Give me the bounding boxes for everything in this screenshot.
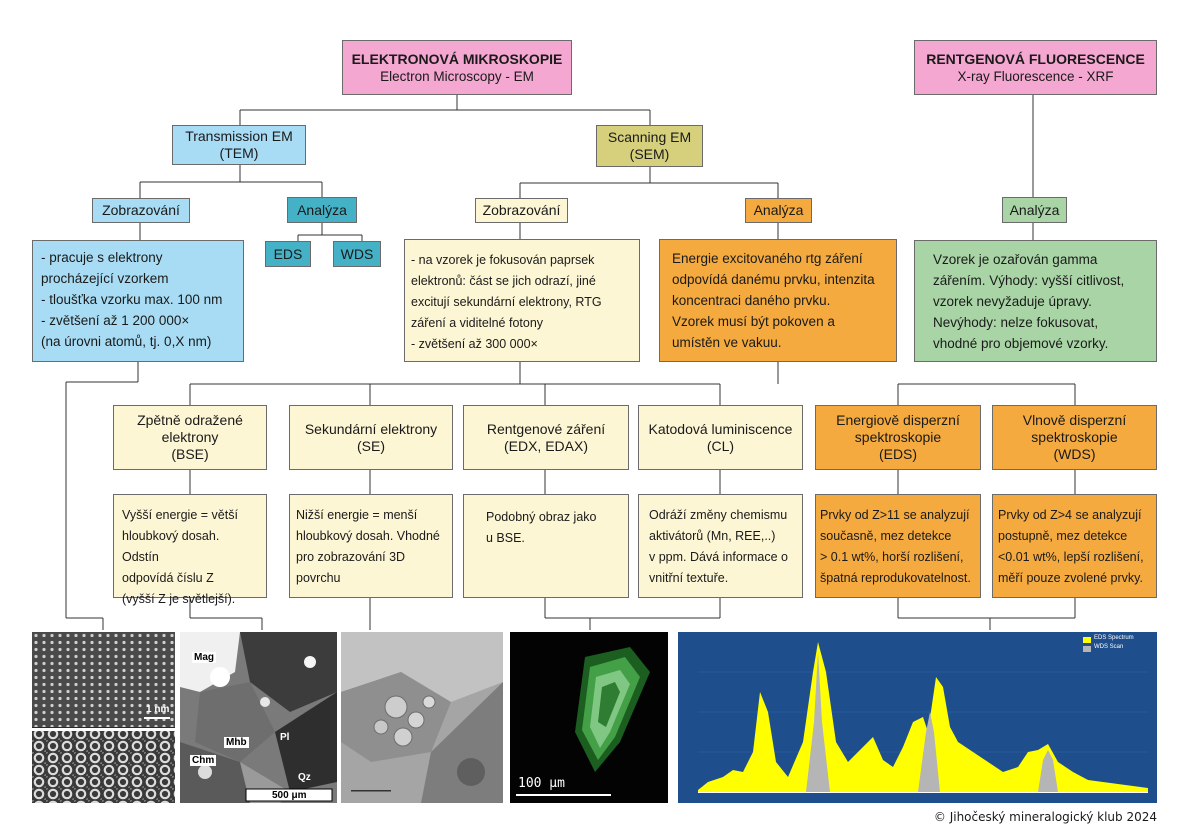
mode-bse-description: Vyšší energie = větší hloubkový dosah. O… xyxy=(122,508,238,606)
mode-wds-box: Vlnově disperzní spektroskopie (WDS) xyxy=(992,405,1157,470)
mode-cl-description-box: Odráží změny chemismu aktivátorů (Mn, RE… xyxy=(638,494,803,598)
spectrum-legend-eds: EDS Spectrum xyxy=(1094,635,1134,641)
tem-wds-label: WDS xyxy=(340,245,374,262)
tem-imaging-label: Zobrazování xyxy=(102,202,180,218)
mode-cl-box: Katodová luminiscence (CL) xyxy=(638,405,803,470)
mode-se-description-box: Nižší energie = menší hloubkový dosah. V… xyxy=(289,494,453,598)
spectrum-legend-wds: WDS Scan xyxy=(1094,644,1124,650)
se-surface-graphic xyxy=(341,632,503,803)
footer-copyright: © Jihočeský mineralogický klub 2024 xyxy=(933,810,1157,824)
tem-eds-box: EDS xyxy=(265,241,311,267)
tem-description-box: - pracuje s elektrony procházející vzork… xyxy=(32,240,244,362)
em-title: ELEKTRONOVÁ MIKROSKOPIE xyxy=(351,50,563,67)
bse-label-mhb: Mhb xyxy=(224,737,249,748)
mode-xray-title1: Rentgenové záření xyxy=(486,420,606,437)
mode-xray-title2: (EDX, EDAX) xyxy=(503,437,588,454)
em-box: ELEKTRONOVÁ MIKROSKOPIE Electron Microsc… xyxy=(342,40,572,95)
mode-bse-box: Zpětně odražené elektrony (BSE) xyxy=(113,405,267,470)
tem-description: - pracuje s elektrony procházející vzork… xyxy=(41,250,223,349)
mode-eds-title3: (EDS) xyxy=(878,446,918,462)
mode-eds-title1: Energiově disperzní xyxy=(836,412,960,428)
bse-label-pl: Pl xyxy=(280,732,290,743)
xrf-title: RENTGENOVÁ FLUORESCENCE xyxy=(926,50,1145,67)
mode-se-box: Sekundární elektrony (SE) xyxy=(289,405,453,470)
xrf-description: Vzorek je ozařován gamma zářením. Výhody… xyxy=(933,252,1125,351)
sem-imaging-description-box: - na vzorek je fokusován paprsek elektro… xyxy=(404,239,640,362)
mode-se-title2: (SE) xyxy=(357,437,385,454)
mode-wds-title3: (WDS) xyxy=(1053,446,1096,462)
bse-label-chm: Chm xyxy=(190,755,217,766)
mode-cl-title1: Katodová luminiscence xyxy=(648,420,793,437)
tem-eds-label: EDS xyxy=(273,245,303,262)
xrf-description-box: Vzorek je ozařován gamma zářením. Výhody… xyxy=(914,240,1157,362)
sem-imaging-label: Zobrazování xyxy=(482,202,561,218)
tem-lattice-graphic xyxy=(32,632,175,803)
mode-xray-description-box: Podobný obraz jako u BSE. xyxy=(463,494,629,598)
mode-wds-title2: spektroskopie xyxy=(1031,429,1118,445)
mode-bse-title3: (BSE) xyxy=(171,446,209,462)
spectrum-graphic xyxy=(678,632,1157,803)
spectrum-image: EDS Spectrum WDS Scan xyxy=(678,632,1157,803)
tem-image: 1 nm xyxy=(32,632,175,803)
mode-eds-description-box: Prvky od Z>11 se analyzují současně, mez… xyxy=(815,494,981,598)
bse-image: Mag Mhb Pl Chm Qz 500 μm xyxy=(180,632,337,803)
sem-analysis-description: Energie excitovaného rtg záření odpovídá… xyxy=(672,251,875,350)
tem-imaging-box: Zobrazování xyxy=(92,198,190,223)
xrf-box: RENTGENOVÁ FLUORESCENCE X-ray Fluorescen… xyxy=(914,40,1157,95)
tem-analysis-box: Analýza xyxy=(287,197,357,223)
mode-se-title1: Sekundární elektrony xyxy=(304,420,438,437)
bse-texture-graphic xyxy=(180,632,337,803)
mode-eds-title2: spektroskopie xyxy=(854,429,942,445)
tem-box: Transmission EM (TEM) xyxy=(172,125,306,165)
tem-wds-box: WDS xyxy=(333,241,381,267)
sem-analysis-box: Analýza xyxy=(745,198,812,223)
sem-imaging-description: - na vzorek je fokusován paprsek elektro… xyxy=(411,253,602,351)
cl-crystal-graphic xyxy=(510,632,668,803)
mode-cl-description: Odráží změny chemismu aktivátorů (Mn, RE… xyxy=(649,508,788,585)
mode-cl-title2: (CL) xyxy=(706,437,735,454)
mode-eds-description: Prvky od Z>11 se analyzují současně, mez… xyxy=(820,508,971,585)
mode-wds-description-box: Prvky od Z>4 se analyzují postupně, mez … xyxy=(992,494,1157,598)
sem-box: Scanning EM (SEM) xyxy=(596,125,703,167)
bse-label-mag: Mag xyxy=(192,652,216,663)
mode-bse-title1: Zpětně odražené xyxy=(137,412,243,428)
se-image xyxy=(341,632,503,803)
tem-scale-label: 1 nm xyxy=(146,704,170,715)
mode-se-description: Nižší energie = menší hloubkový dosah. V… xyxy=(296,508,440,585)
xrf-subtitle: X-ray Fluorescence - XRF xyxy=(957,68,1114,84)
xrf-analysis-label: Analýza xyxy=(1009,201,1060,218)
sem-imaging-box: Zobrazování xyxy=(475,198,568,223)
tem-line1: Transmission EM xyxy=(185,128,293,144)
sem-line2: (SEM) xyxy=(629,146,670,162)
sem-analysis-description-box: Energie excitovaného rtg záření odpovídá… xyxy=(659,239,897,362)
em-subtitle: Electron Microscopy - EM xyxy=(380,68,534,84)
mode-xray-description: Podobný obraz jako u BSE. xyxy=(486,510,597,545)
mode-eds-box: Energiově disperzní spektroskopie (EDS) xyxy=(815,405,981,470)
xrf-analysis-box: Analýza xyxy=(1002,197,1067,223)
bse-label-qz: Qz xyxy=(298,772,311,783)
mode-wds-description: Prvky od Z>4 se analyzují postupně, mez … xyxy=(998,508,1144,585)
mode-xray-box: Rentgenové záření (EDX, EDAX) xyxy=(463,405,629,470)
mode-bse-title2: elektrony xyxy=(161,429,219,445)
sem-line1: Scanning EM xyxy=(607,129,692,145)
cl-scale-label: 100 μm xyxy=(518,776,565,791)
mode-wds-title1: Vlnově disperzní xyxy=(1022,412,1127,428)
cl-image: 100 μm xyxy=(510,632,668,803)
tem-analysis-label: Analýza xyxy=(297,201,347,218)
sem-analysis-label: Analýza xyxy=(753,202,804,218)
bse-scale-label: 500 μm xyxy=(272,790,307,801)
tem-line2: (TEM) xyxy=(219,145,259,161)
mode-bse-description-box: Vyšší energie = větší hloubkový dosah. O… xyxy=(113,494,267,606)
